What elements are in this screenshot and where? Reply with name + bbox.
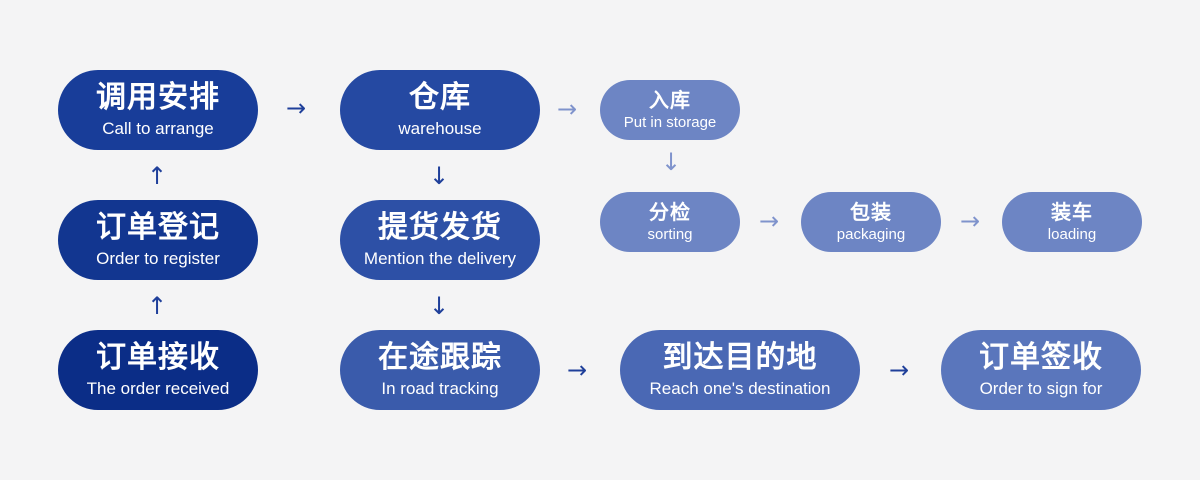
node-en-label: loading xyxy=(1047,225,1097,243)
arrow-right-icon: → xyxy=(960,207,981,235)
node-packaging: 包装 packaging xyxy=(801,192,941,252)
node-in-road-tracking: 在途跟踪 In road tracking xyxy=(340,330,540,410)
arrow-down-icon: ↓ xyxy=(429,292,450,320)
node-en-label: Mention the delivery xyxy=(363,248,517,268)
node-en-label: Call to arrange xyxy=(102,118,214,138)
node-zh-label: 入库 xyxy=(649,87,691,112)
node-zh-label: 装车 xyxy=(1051,199,1093,224)
node-zh-label: 到达目的地 xyxy=(662,340,818,376)
node-sorting: 分检 sorting xyxy=(600,192,740,252)
node-zh-label: 分检 xyxy=(649,199,691,224)
node-zh-label: 订单签收 xyxy=(979,340,1103,376)
node-en-label: In road tracking xyxy=(381,378,499,398)
node-zh-label: 调用安排 xyxy=(96,80,220,116)
arrow-up-icon: ↑ xyxy=(147,162,168,190)
arrow-down-icon: ↓ xyxy=(429,162,450,190)
arrow-right-icon: → xyxy=(286,94,307,122)
node-en-label: Order to sign for xyxy=(979,378,1103,398)
node-reach-destination: 到达目的地 Reach one's destination xyxy=(620,330,860,410)
node-en-label: Put in storage xyxy=(623,113,717,131)
node-en-label: warehouse xyxy=(398,118,482,138)
node-en-label: sorting xyxy=(647,225,693,243)
node-order-received: 订单接收 The order received xyxy=(58,330,258,410)
node-zh-label: 提货发货 xyxy=(378,210,502,246)
node-order-to-register: 订单登记 Order to register xyxy=(58,200,258,280)
node-en-label: The order received xyxy=(86,378,230,398)
arrow-up-icon: ↑ xyxy=(147,292,168,320)
arrow-right-icon: → xyxy=(567,356,588,384)
node-zh-label: 仓库 xyxy=(409,80,471,116)
node-zh-label: 在途跟踪 xyxy=(378,340,502,376)
node-zh-label: 订单登记 xyxy=(96,210,220,246)
node-mention-the-delivery: 提货发货 Mention the delivery xyxy=(340,200,540,280)
arrow-right-icon: → xyxy=(889,356,910,384)
node-zh-label: 订单接收 xyxy=(96,340,220,376)
node-call-to-arrange: 调用安排 Call to arrange xyxy=(58,70,258,150)
node-put-in-storage: 入库 Put in storage xyxy=(600,80,740,140)
node-order-to-sign-for: 订单签收 Order to sign for xyxy=(941,330,1141,410)
arrow-right-icon: → xyxy=(759,207,780,235)
arrow-right-icon: → xyxy=(557,95,578,123)
node-en-label: packaging xyxy=(836,225,906,243)
node-en-label: Reach one's destination xyxy=(649,378,831,398)
node-loading: 装车 loading xyxy=(1002,192,1142,252)
arrow-down-icon: ↓ xyxy=(661,148,682,176)
node-en-label: Order to register xyxy=(96,248,220,268)
node-zh-label: 包装 xyxy=(850,199,892,224)
node-warehouse: 仓库 warehouse xyxy=(340,70,540,150)
